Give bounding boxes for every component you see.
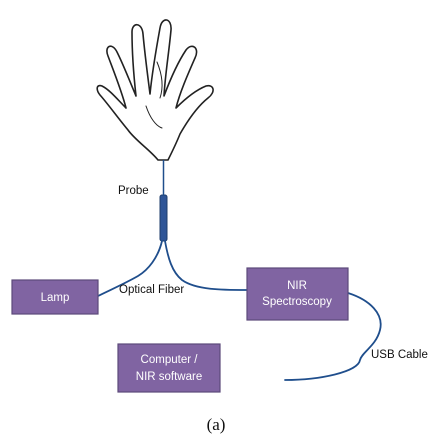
nir-label-line1: NIR: [287, 280, 307, 292]
nir-label-line2: Spectroscopy: [262, 296, 332, 308]
lamp-label: Lamp: [41, 292, 70, 304]
hand-icon: [96, 19, 214, 161]
usb-cable-label: USB Cable: [371, 349, 428, 361]
lamp-box: Lamp: [11, 279, 99, 315]
fiber-to-spectrometer: [164, 240, 248, 291]
computer-box: Computer / NIR software: [117, 343, 221, 393]
computer-label-line1: Computer /: [141, 354, 199, 366]
figure-caption: (a): [207, 415, 226, 434]
computer-label-line2: NIR software: [136, 371, 202, 383]
probe-tip: [159, 194, 168, 242]
usb-cable: [284, 292, 382, 381]
optical-fiber-label: Optical Fiber: [119, 284, 184, 296]
nir-spectroscopy-box: NIR Spectroscopy: [246, 267, 349, 321]
fiber-to-lamp: [97, 240, 163, 297]
probe-label: Probe: [118, 185, 149, 197]
